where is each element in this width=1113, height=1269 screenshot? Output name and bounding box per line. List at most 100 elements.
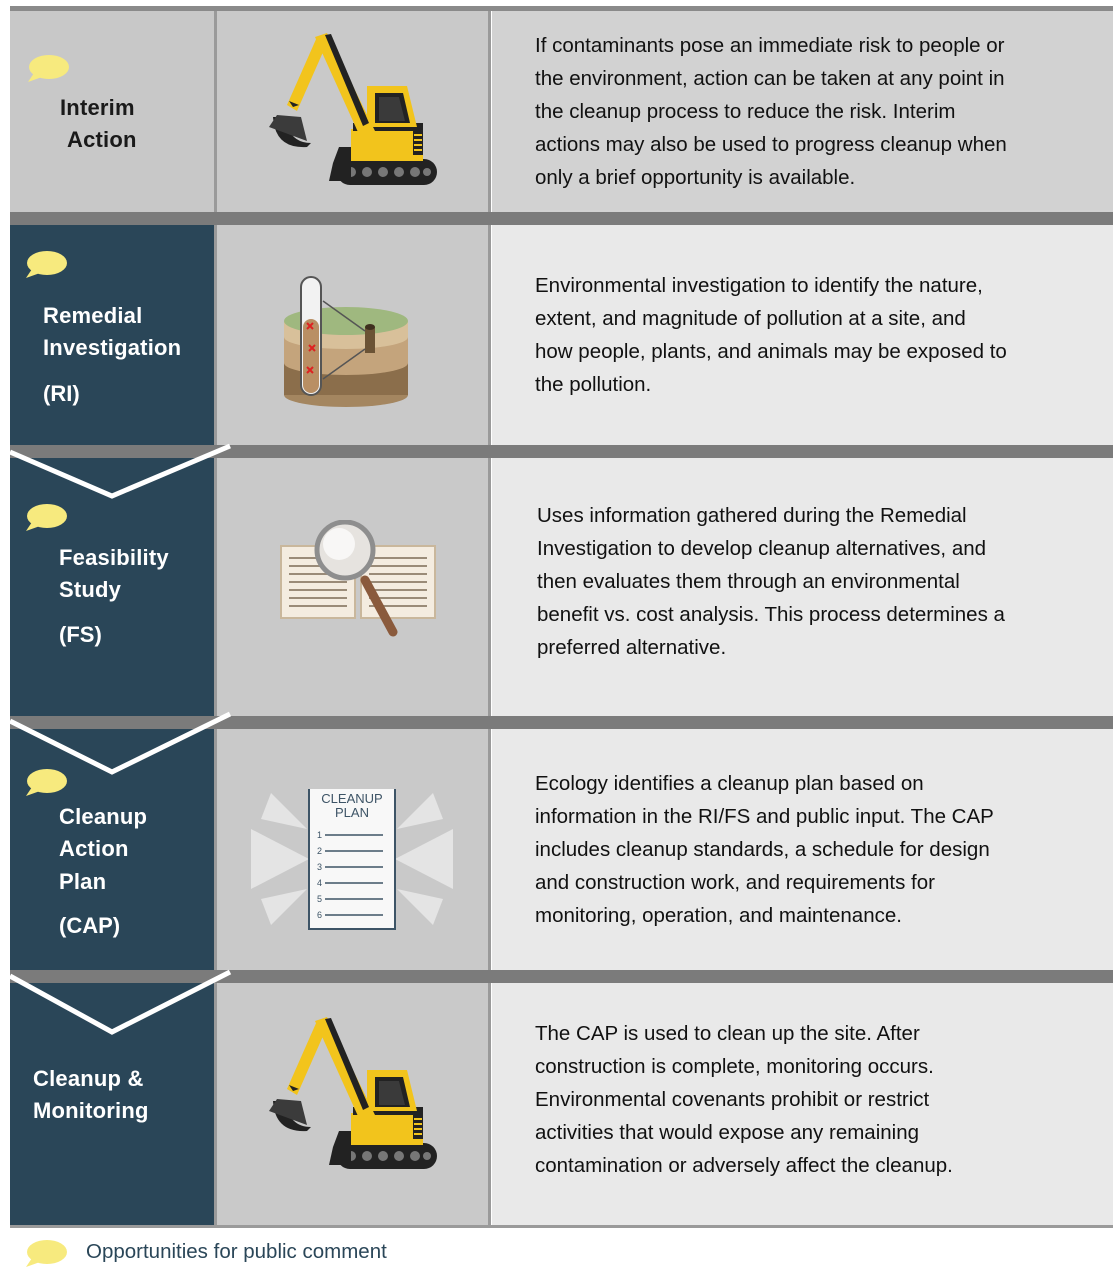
divider [488, 983, 491, 1225]
excavator-icon [269, 1017, 437, 1169]
stage-title-line-2: Action [67, 127, 137, 152]
divider [488, 11, 491, 212]
stage-label-cell: Cleanup & Monitoring [10, 983, 217, 1225]
description-line: contamination or adversely affect the cl… [535, 1154, 953, 1177]
plan-list-number: 1 [317, 830, 322, 840]
stage-description-cell: Ecology identifies a cleanup plan based … [492, 729, 1113, 970]
description-line: Environmental investigation to identify … [535, 274, 983, 297]
stage-icon-cell [217, 458, 489, 716]
stage-description: Environmental investigation to identify … [535, 269, 1007, 401]
speech-bubble-icon [26, 769, 67, 796]
cleanup-plan-document-icon: CLEANUP PLAN 1 2 3 4 5 6 [251, 789, 453, 930]
description-line: extent, and magnitude of pollution at a … [535, 307, 966, 330]
description-line: Ecology identifies a cleanup plan based … [535, 772, 924, 795]
speech-bubble-icon [26, 504, 67, 531]
top-border [10, 6, 1113, 11]
stage-label-cell: Remedial Investigation (RI) [10, 225, 217, 445]
description-line: Investigation to develop cleanup alterna… [537, 537, 987, 560]
description-line: how people, plants, and animals may be e… [535, 340, 1007, 363]
stage-title-line-1: Remedial [43, 303, 143, 328]
bottom-border [10, 1225, 1113, 1228]
description-line: includes cleanup standards, a schedule f… [535, 838, 990, 861]
legend-text: Opportunities for public comment [86, 1240, 387, 1263]
speech-bubble-icon [28, 55, 69, 82]
divider [214, 729, 217, 970]
stage-separator [10, 212, 1113, 225]
plan-list-number: 2 [317, 846, 322, 856]
stage-description: Ecology identifies a cleanup plan based … [535, 767, 994, 932]
description-line: and construction work, and requirements … [535, 871, 935, 894]
plan-list-number: 6 [317, 910, 322, 920]
speech-bubble-icon [26, 251, 67, 278]
stage-abbreviation: (FS) [59, 622, 102, 647]
stage-icon-cell: CLEANUP PLAN 1 2 3 4 5 6 [217, 729, 489, 970]
description-line: the environment, action can be taken at … [535, 67, 1005, 90]
stage-icon-cell [217, 225, 489, 445]
stage-separator [10, 445, 1113, 458]
divider [214, 983, 217, 1225]
stage-description-cell: Environmental investigation to identify … [492, 225, 1113, 445]
stage-abbreviation: (CAP) [59, 913, 121, 938]
stage-label-cell: Interim Action [10, 11, 217, 212]
description-line: preferred alternative. [537, 636, 727, 659]
speech-bubble-icon [26, 1240, 67, 1267]
stage-description-cell: The CAP is used to clean up the site. Af… [492, 983, 1113, 1225]
description-line: monitoring, operation, and maintenance. [535, 904, 902, 927]
stage-icon-cell [217, 983, 489, 1225]
description-line: the cleanup process to reduce the risk. … [535, 100, 956, 123]
stage-title-line-2: Investigation [43, 335, 182, 360]
stage-icon-cell [217, 11, 489, 212]
stage-description: If contaminants pose an immediate risk t… [535, 29, 1007, 194]
description-line: construction is complete, monitoring occ… [535, 1055, 934, 1078]
description-line: Environmental covenants prohibit or rest… [535, 1088, 930, 1111]
stage-title-line-1: Feasibility [59, 545, 169, 570]
stage-description-cell: Uses information gathered during the Rem… [492, 458, 1113, 716]
stage-description: Uses information gathered during the Rem… [537, 499, 1005, 664]
plan-list-number: 4 [317, 878, 322, 888]
plan-list-number: 5 [317, 894, 322, 904]
stage-title-line-1: Cleanup & [33, 1066, 144, 1091]
divider [214, 11, 217, 212]
divider [214, 458, 217, 716]
stage-title-line-2: Action [59, 836, 129, 861]
chevron-arrow-icon [8, 711, 232, 775]
stage-separator [10, 970, 1113, 983]
description-line: Uses information gathered during the Rem… [537, 504, 967, 527]
description-line: then evaluates them through an environme… [537, 570, 960, 593]
stage-cleanup-action-plan: Cleanup Action Plan (CAP) [10, 729, 1113, 970]
stage-description: The CAP is used to clean up the site. Af… [535, 1017, 953, 1182]
description-line: the pollution. [535, 373, 652, 396]
stage-label-cell: Feasibility Study (FS) [10, 458, 217, 716]
description-line: actions may also be used to progress cle… [535, 133, 1007, 156]
description-line: only a brief opportunity is available. [535, 166, 856, 189]
divider [488, 729, 491, 970]
stage-separator [10, 716, 1113, 729]
plan-title-line-2: PLAN [335, 805, 369, 820]
description-line: The CAP is used to clean up the site. Af… [535, 1022, 920, 1045]
stage-feasibility-study: Feasibility Study (FS) [10, 458, 1113, 716]
stage-title-line-2: Study [59, 577, 122, 602]
divider [488, 225, 491, 445]
stage-title-line-3: Plan [59, 869, 107, 894]
soil-sample-icon [284, 276, 408, 407]
chevron-arrow-icon [9, 443, 231, 499]
stage-cleanup-monitoring: Cleanup & Monitoring [10, 983, 1113, 1225]
stage-title-line-2: Monitoring [33, 1098, 149, 1123]
plan-list-number: 3 [317, 862, 322, 872]
description-line: benefit vs. cost analysis. This process … [537, 603, 1005, 626]
chevron-arrow-icon [8, 969, 232, 1035]
divider [488, 458, 491, 716]
description-line: information in the RI/FS and public inpu… [535, 805, 994, 828]
description-line: If contaminants pose an immediate risk t… [535, 34, 1005, 57]
excavator-icon [269, 33, 437, 185]
stage-abbreviation: (RI) [43, 381, 80, 406]
stage-interim-action: Interim Action [10, 11, 1113, 212]
stage-description-cell: If contaminants pose an immediate risk t… [492, 11, 1113, 212]
description-line: activities that would expose any remaini… [535, 1121, 920, 1144]
divider [214, 225, 217, 445]
magnifying-glass-book-icon [280, 520, 436, 637]
plan-title-line-1: CLEANUP [321, 791, 382, 806]
stage-remedial-investigation: Remedial Investigation (RI) [10, 225, 1113, 445]
